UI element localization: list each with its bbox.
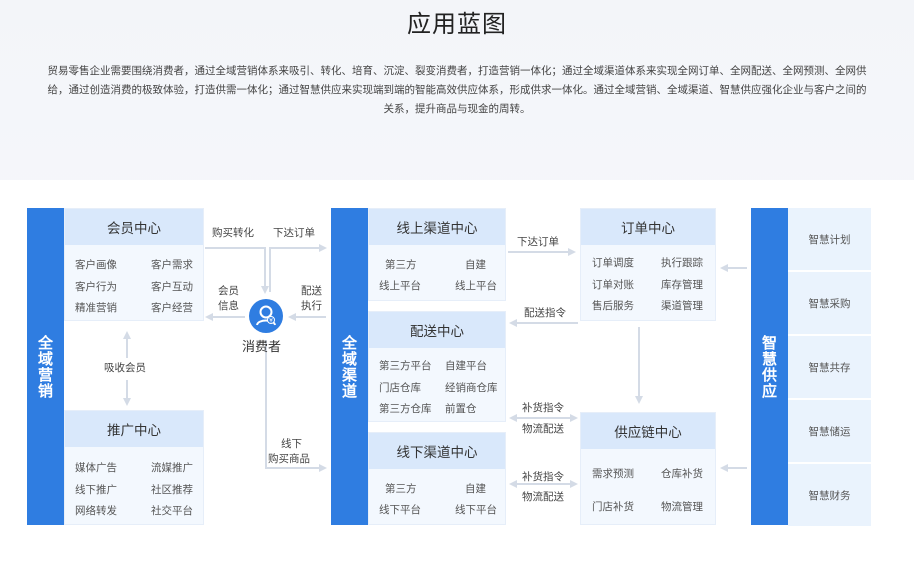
supply-chain-item: 仓库补货 [661,468,703,480]
promo-item: 线下推广 [75,484,117,496]
order-center-box: 订单中心 订单调度 执行跟踪 订单对账 库存管理 售后服务 渠道管理 [580,208,716,321]
promo-center-title: 推广中心 [65,411,203,447]
offline-item: 线下平台 [379,504,421,516]
user-icon: ¥ [256,305,276,326]
member-info-label-2: 信息 [218,300,239,312]
promo-item: 社区推荐 [151,484,193,496]
buy-conversion-label: 购买转化 [212,227,254,239]
marketing-bar-label: 全域营销 [36,334,54,399]
delivery-center-box: 配送中心 第三方平台 自建平台 门店仓库 经销商仓库 第三方仓库 前置仓 [368,311,506,422]
online-channel-title: 线上渠道中心 [369,209,505,245]
delivery-item: 自建平台 [445,360,487,372]
delivery-item: 第三方平台 [379,360,432,372]
flow-arrows [123,244,747,488]
offline-buy-label-1: 线下 [281,438,302,450]
replenish-label-b2: 物流配送 [522,491,564,503]
supply-chain-item: 需求预测 [592,468,634,480]
online-item: 线上平台 [455,280,497,292]
delivery-exec-label-1: 配送 [301,285,322,297]
member-center-title: 会员中心 [65,209,203,245]
member-item: 精准营销 [75,302,117,314]
promo-item: 社交平台 [151,505,193,517]
order-item: 订单对账 [592,279,634,291]
offline-item: 自建 [465,483,486,495]
order-item: 售后服务 [592,300,634,312]
delivery-exec-label-2: 执行 [301,300,322,312]
delivery-item: 经销商仓库 [445,382,498,394]
supply-chain-box: 供应链中心 需求预测 仓库补货 门店补货 物流管理 [580,412,716,525]
member-info-label-1: 会员 [218,285,239,297]
supply-chain-item: 门店补货 [592,501,634,513]
member-item: 客户经营 [151,302,193,314]
smart-supply-item: 智慧共存 [788,336,871,398]
promo-item: 网络转发 [75,505,117,517]
channel-bar: 全域渠道 [331,208,368,525]
order-item: 渠道管理 [661,300,703,312]
offline-channel-box: 线下渠道中心 第三方 自建 线下平台 线下平台 [368,432,506,525]
absorb-members-label: 吸收会员 [104,362,146,374]
order-center-title: 订单中心 [581,209,715,245]
member-center-box: 会员中心 客户画像 客户需求 客户行为 客户互动 精准营销 客户经营 [64,208,204,321]
offline-channel-title: 线下渠道中心 [369,433,505,469]
promo-center-box: 推广中心 媒体广告 流媒推广 线下推广 社区推荐 网络转发 社交平台 [64,410,204,525]
smart-supply-item: 智慧财务 [788,464,871,526]
online-item: 第三方 [385,259,417,271]
consumer-avatar: ¥ [249,299,283,333]
online-item: 线上平台 [379,280,421,292]
delivery-item: 前置仓 [445,403,477,415]
marketing-bar: 全域营销 [27,208,64,525]
member-item: 客户行为 [75,281,117,293]
order-arrow-label: 下达订单 [517,236,559,248]
intro-paragraph: 贸易零售企业需要围绕消费者，通过全域营销体系来吸引、转化、培育、沉淀、裂变消费者… [47,65,867,115]
svg-text:¥: ¥ [269,318,273,325]
delivery-item: 门店仓库 [379,382,421,394]
promo-item: 媒体广告 [75,462,117,474]
supply-chain-title: 供应链中心 [581,413,715,449]
member-item: 客户画像 [75,259,117,271]
channel-bar-label: 全域渠道 [340,334,358,399]
dispatch-arrow-label: 配送指令 [524,307,566,319]
supply-chain-item: 物流管理 [661,501,703,513]
order-item: 执行跟踪 [661,257,703,269]
promo-item: 流媒推广 [151,462,193,474]
delivery-center-title: 配送中心 [369,312,505,348]
order-item: 库存管理 [661,279,703,291]
replenish-label-a1: 补货指令 [522,402,564,414]
consumer-label: 消费者 [242,340,282,355]
offline-item: 线下平台 [455,504,497,516]
offline-buy-label-2: 购买商品 [268,453,310,465]
smart-supply-item: 智慧计划 [788,208,871,270]
order-item: 订单调度 [592,257,634,269]
place-order-label: 下达订单 [273,227,315,239]
replenish-label-b1: 补货指令 [522,471,564,483]
smart-supply-item: 智慧采购 [788,272,871,334]
online-channel-box: 线上渠道中心 第三方 自建 线上平台 线上平台 [368,208,506,301]
page-title: 应用蓝图 [407,10,507,38]
offline-item: 第三方 [385,483,417,495]
replenish-label-a2: 物流配送 [522,423,564,435]
member-item: 客户需求 [151,259,193,271]
smart-supply-bar: 智慧供应 [751,208,788,525]
member-item: 客户互动 [151,281,193,293]
delivery-item: 第三方仓库 [379,403,432,415]
online-item: 自建 [465,259,486,271]
blueprint-panel: 全域营销 会员中心 客户画像 客户需求 客户行为 客户互动 精准营销 客户经营 … [0,180,914,559]
smart-supply-bar-label: 智慧供应 [760,334,778,399]
smart-supply-item: 智慧储运 [788,400,871,462]
